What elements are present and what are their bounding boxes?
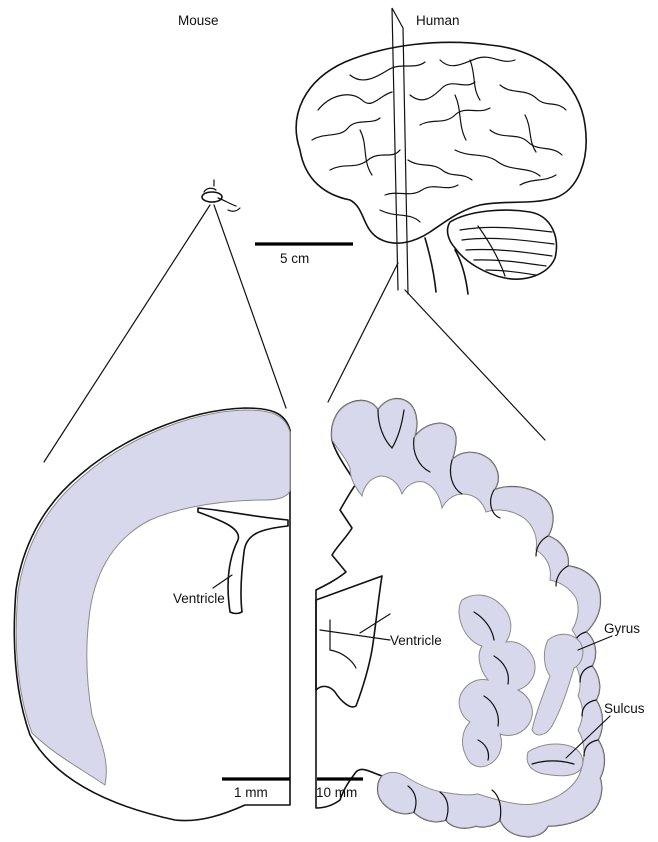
human-inner-gyri: [459, 595, 535, 767]
human-section: Ventricle Gyrus Sulcus: [316, 399, 645, 837]
coronal-plane: [392, 8, 408, 294]
human-ventricle: [316, 576, 382, 707]
gyri-pattern: [312, 57, 566, 222]
scale-label-10mm: 10 mm: [316, 785, 357, 800]
gyrus-structure: [532, 634, 583, 735]
scale-label-1mm: 1 mm: [234, 785, 268, 800]
sulcus-structure: [527, 744, 583, 776]
human-ventricle-lining: [330, 620, 356, 668]
brainstem-outline: [425, 238, 468, 294]
gyrus-label: Gyrus: [604, 621, 640, 636]
mouse-cortex: [16, 410, 290, 785]
cerebrum-outline: [296, 42, 586, 243]
scale-label-5cm: 5 cm: [280, 251, 309, 266]
human-title: Human: [416, 13, 460, 28]
human-ventricle-label: Ventricle: [390, 633, 442, 648]
mouse-title: Mouse: [178, 13, 219, 28]
human-brain-drawing: [296, 8, 586, 294]
sulcus-label: Sulcus: [604, 701, 645, 716]
mouse-ventricle-pointer: [213, 575, 232, 588]
mouse-ventricle-label: Ventricle: [173, 591, 225, 606]
mouse-section: Ventricle: [14, 408, 290, 821]
mouse-brain-drawing: [202, 180, 240, 211]
cerebellum-folia: [460, 226, 554, 276]
